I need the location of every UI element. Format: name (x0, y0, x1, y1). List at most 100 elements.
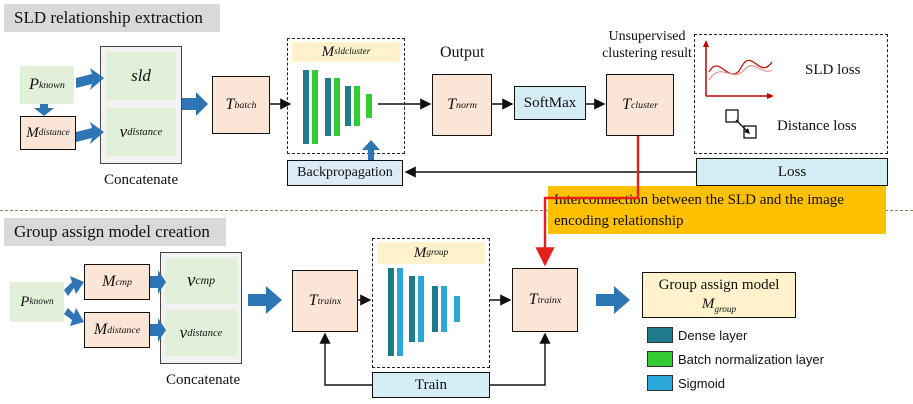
m-distance-sub-top: distance (38, 128, 70, 138)
arrow-ttrainx-model (596, 286, 630, 314)
sigmoid-layer-bar (454, 296, 460, 322)
group-assign-model-box: Group assign model Mgroup (642, 272, 796, 318)
loss-label: Loss (777, 163, 807, 180)
concatenate-label-top: Concatenate (104, 172, 179, 188)
t-batch-main: T (225, 96, 235, 113)
group-assign-model-symbol: Mgroup (643, 295, 795, 320)
section-header-sld-text: SLD relationship extraction (14, 8, 203, 27)
dense-layer-bar (409, 276, 415, 342)
batchnorm-layer-bar (334, 78, 340, 136)
group-assign-model-title: Group assign model (658, 277, 780, 293)
section-header-group: Group assign model creation (4, 218, 226, 246)
section-divider (0, 210, 913, 211)
softmax-label: SoftMax (523, 94, 577, 111)
batchnorm-layer-bar (354, 86, 360, 126)
v-distance-sub-bottom: distance (187, 327, 223, 339)
p-known-sub-bottom: known (29, 297, 54, 307)
legend-label-dense: Dense layer (678, 328, 748, 343)
v-distance-main-bottom: v (179, 323, 188, 342)
group-model-sub: group (714, 305, 737, 315)
interconnection-text: Interconnection between the SLD and the … (554, 192, 844, 229)
sigmoid-layer-bar (418, 276, 424, 342)
concatenate-label-bottom: Concatenate (166, 372, 241, 388)
batchnorm-layer-bar (312, 70, 318, 144)
dense-layer-bar (345, 86, 351, 126)
train-box: Train (372, 372, 490, 398)
m-sldcluster-sub: sldcluster (334, 47, 371, 57)
sigmoid-layer-bar (397, 268, 403, 356)
dense-layer-bar (303, 70, 309, 144)
v-cmp-sub: cmp (195, 274, 216, 287)
t-cluster-sub: cluster (630, 99, 658, 111)
m-distance-main-top: M (26, 124, 39, 141)
p-known-main-top: P (29, 76, 39, 93)
p-known-sub-top: known (38, 79, 65, 91)
m-group-sub: group (426, 248, 449, 258)
backpropagation-box: Backpropagation (287, 160, 403, 186)
t-trainx-main-2: T (528, 291, 538, 308)
arrow-pknown-mcmp (64, 276, 84, 296)
legend-swatch-sigmoid (647, 375, 673, 391)
m-cmp-sub: cmp (115, 276, 132, 288)
legend-swatch-dense (647, 327, 673, 343)
loss-functions-box (694, 34, 888, 154)
sigmoid-layer-bar (441, 286, 447, 332)
t-norm-sub: norm (455, 99, 477, 111)
m-group-main: M (413, 244, 427, 261)
t-norm-main: T (447, 96, 456, 113)
distance-loss-label: Distance loss (777, 118, 857, 134)
batchnorm-layer-bar (366, 94, 372, 118)
v-cmp-main: v (186, 270, 196, 291)
p-known-main-bottom: P (20, 293, 30, 310)
dense-layer-bar (325, 78, 331, 136)
m-sldcluster-main: M (321, 43, 335, 60)
sld-label: sld (131, 66, 151, 85)
m-distance-main-bottom: M (93, 321, 108, 338)
section-header-sld: SLD relationship extraction (4, 4, 220, 32)
dense-layer-bar (388, 268, 394, 356)
t-trainx-sub-2: trainx (537, 294, 562, 306)
sld-loss-label: SLD loss (805, 62, 861, 78)
arrow-pknown-mdistance-b (64, 308, 84, 326)
t-trainx-sub-1: trainx (317, 295, 342, 307)
interconnection-note: Interconnection between the SLD and the … (548, 186, 886, 234)
loss-box: Loss (696, 158, 888, 186)
arrow-concat-ttrainx (248, 286, 282, 314)
t-trainx-main-1: T (308, 292, 318, 309)
t-cluster-main: T (622, 96, 631, 113)
arrow-pknown-mdistance (34, 104, 54, 116)
output-label: Output (440, 44, 485, 61)
group-model-main: M (701, 296, 715, 312)
arrow-concat-tbatch (182, 92, 208, 116)
section-header-group-text: Group assign model creation (14, 222, 210, 241)
train-label: Train (415, 376, 447, 393)
sld-node: sld (106, 52, 176, 100)
m-cmp-main: M (102, 273, 116, 290)
t-batch-sub: batch (234, 99, 257, 111)
m-distance-sub-bottom: distance (107, 324, 141, 336)
unsupervised-label: Unsupervised clustering result (602, 29, 692, 61)
v-distance-main-top: v (119, 122, 128, 141)
v-distance-sub-top: distance (127, 126, 163, 138)
dense-layer-bar (432, 286, 438, 332)
softmax-box: SoftMax (514, 86, 586, 120)
backpropagation-label: Backpropagation (297, 165, 393, 180)
legend-label-sigmoid: Sigmoid (678, 376, 725, 391)
legend-label-batchnorm: Batch normalization layer (678, 352, 824, 367)
legend-swatch-batchnorm (647, 351, 673, 367)
